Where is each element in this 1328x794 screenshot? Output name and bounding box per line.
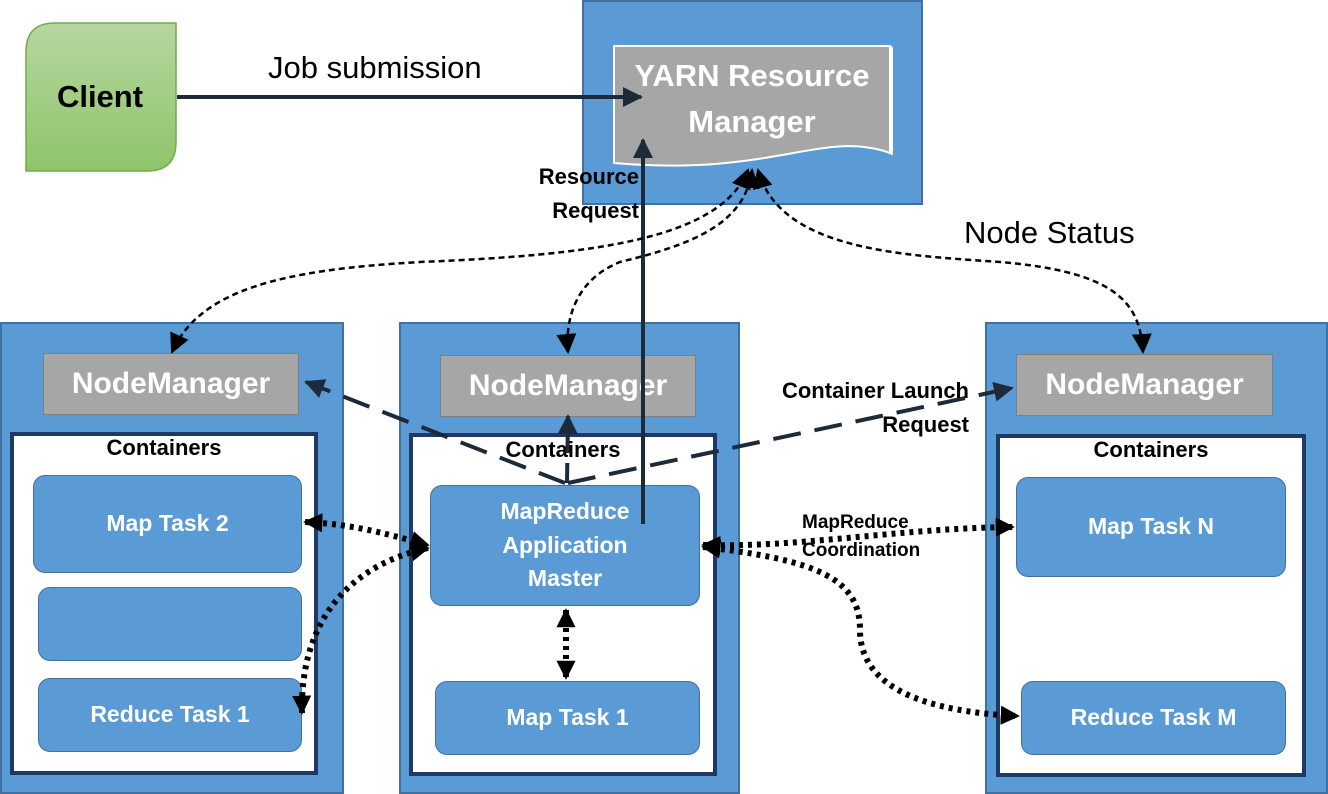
resource-manager-line1: YARN Resource: [634, 58, 870, 93]
label-resource-request-line1: Resource: [538, 164, 639, 189]
am-line3: Master: [527, 565, 603, 592]
empty-task-slot: [38, 587, 302, 661]
client-label: Client: [56, 79, 144, 114]
edge-am-map-task-2: [303, 513, 430, 550]
reduce-task-m: Reduce Task M: [1021, 681, 1286, 755]
containers-left-label: Containers: [106, 435, 222, 460]
resource-manager-line2: Manager: [688, 104, 816, 139]
client-shape: [25, 22, 177, 172]
edge-container-launch-right: [567, 381, 1014, 485]
edge-node-status-middle: [556, 168, 760, 354]
map-task-2: Map Task 2: [33, 475, 302, 573]
label-job-submission: Job submission: [268, 50, 482, 85]
edge-node-status-left: [170, 168, 751, 354]
reduce-task-1: Reduce Task 1: [38, 678, 302, 752]
label-container-launch-line2: Request: [882, 412, 969, 438]
edge-container-launch-left: [304, 379, 566, 485]
label-mapreduce-coordination: MapReduce Coordination: [802, 509, 920, 564]
resource-manager-label: YARN Resource Manager: [616, 53, 888, 145]
node-manager-middle: NodeManager: [440, 355, 696, 417]
map-task-n: Map Task N: [1016, 477, 1286, 577]
containers-right-label: Containers: [1093, 437, 1209, 462]
label-container-launch: Container Launch Request: [745, 374, 969, 442]
node-manager-right: NodeManager: [1016, 354, 1273, 416]
label-mr-coord-line2: Coordination: [802, 539, 921, 561]
label-mr-coord-line1: MapReduce: [802, 512, 909, 533]
label-node-status: Node Status: [964, 215, 1135, 250]
label-container-launch-line1: Container Launch: [781, 378, 969, 403]
am-line2: Application: [502, 531, 628, 558]
node-manager-left: NodeManager: [43, 353, 299, 415]
edge-am-reduce-task-m: [701, 539, 1020, 725]
map-task-1: Map Task 1: [435, 681, 700, 755]
client-box: Client: [25, 22, 177, 172]
label-resource-request-line2: Request: [552, 198, 639, 224]
resource-manager-document-shape: [613, 45, 893, 167]
edge-am-reduce-task-1: [292, 542, 430, 715]
edge-container-launch-middle: [557, 414, 578, 484]
label-resource-request: Resource Request: [505, 160, 639, 228]
mapreduce-application-master: MapReduce Application Master: [430, 485, 700, 606]
edge-node-status-right: [753, 168, 1152, 354]
am-line1: MapReduce: [500, 498, 630, 525]
containers-middle-label: Containers: [505, 437, 621, 462]
